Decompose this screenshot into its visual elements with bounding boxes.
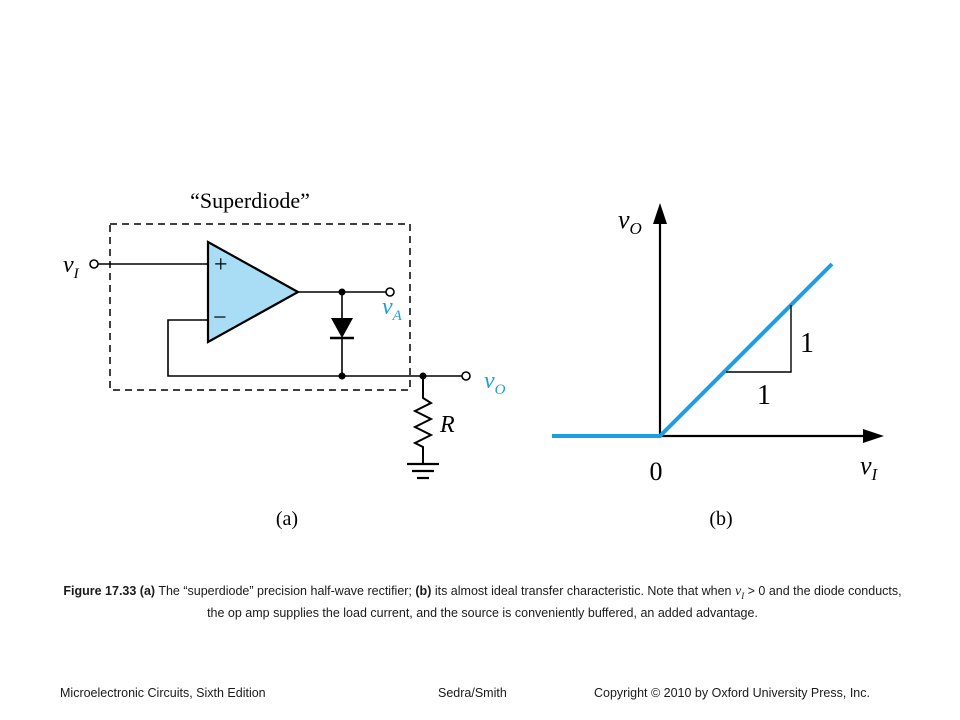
input-terminal <box>89 259 99 269</box>
vo-terminal <box>461 371 471 381</box>
caption-figure-number: Figure 17.33 (a) <box>63 584 156 598</box>
slope-run-label: 1 <box>757 380 771 411</box>
origin-label: 0 <box>650 457 663 486</box>
op-amp-plus-sign: + <box>214 252 228 278</box>
y-axis-label: vO <box>618 205 642 238</box>
diode-symbol <box>331 318 353 338</box>
op-amp <box>206 240 301 344</box>
ground-icon <box>407 462 439 480</box>
panel-a-label: (a) <box>276 508 298 530</box>
x-axis-arrow <box>863 429 884 443</box>
superdiode-circuit: “Superdiode” vI + − vA vO <box>63 188 506 530</box>
va-terminal <box>385 287 395 297</box>
slope-rise-label: 1 <box>800 328 814 359</box>
slope-triangle <box>726 305 792 373</box>
superdiode-boundary <box>109 223 411 391</box>
vo-label: vO <box>484 368 506 398</box>
footer-authors: Sedra/Smith <box>438 686 507 700</box>
footer-copyright: Copyright © 2010 by Oxford University Pr… <box>594 686 870 700</box>
transfer-curve-series <box>552 262 834 438</box>
caption-part-b: (b) <box>415 584 432 598</box>
y-axis-arrow <box>653 203 667 224</box>
feedback-wire <box>167 319 462 377</box>
caption-line-1: Figure 17.33 (a) The “superdiode” precis… <box>30 583 935 605</box>
x-axis-label: vI <box>860 451 879 484</box>
footer-book-title: Microelectronic Circuits, Sixth Edition <box>60 686 266 700</box>
caption-text-3: > 0 and the diode conducts, <box>744 584 902 598</box>
panel-b-label: (b) <box>709 508 732 530</box>
figure-canvas: “Superdiode” vI + − vA vO <box>63 188 884 530</box>
figure-caption: Figure 17.33 (a) The “superdiode” precis… <box>30 583 935 622</box>
resistor-label: R <box>439 412 455 438</box>
transfer-characteristic: vO vI 0 1 1 (b) <box>552 203 884 530</box>
caption-line-2: the op amp supplies the load current, an… <box>207 605 758 620</box>
input-label: vI <box>63 252 80 282</box>
caption-text-1: The “superdiode” precision half-wave rec… <box>155 584 416 598</box>
superdiode-title: “Superdiode” <box>190 188 310 213</box>
caption-variable: vI <box>734 584 745 601</box>
op-amp-minus-sign: − <box>213 305 227 331</box>
va-label: vA <box>382 294 403 324</box>
load-resistor <box>412 376 434 464</box>
caption-text-2: its almost ideal transfer characteristic… <box>431 584 735 598</box>
